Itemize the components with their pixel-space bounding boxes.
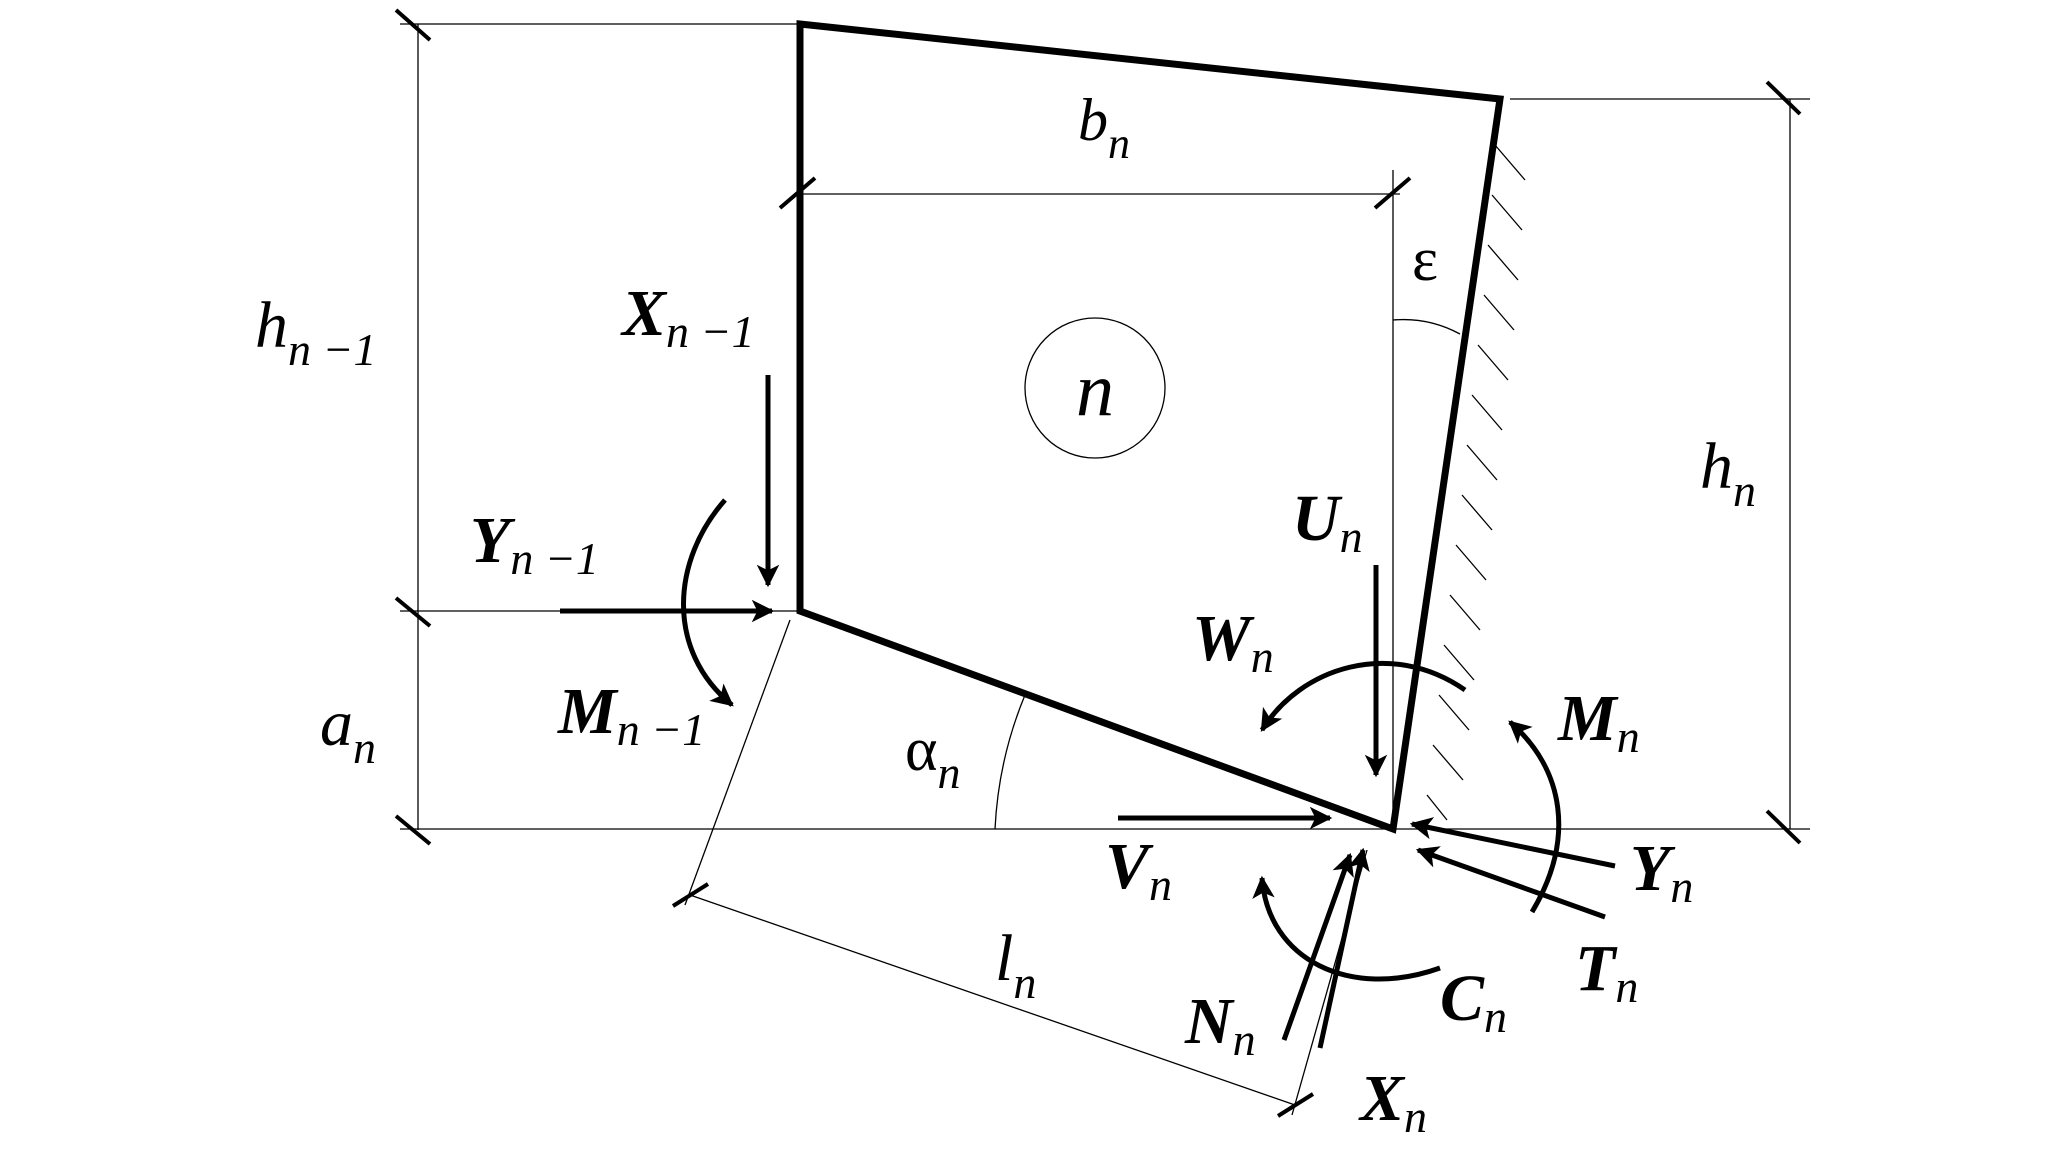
force-Y-n-arrow [1409, 817, 1616, 869]
label-h-n-minus-1: hn −1 [255, 289, 377, 375]
label-b-n: bn [1078, 87, 1130, 168]
soil-element-outline [796, 20, 1504, 834]
label-T-n: Tn [1575, 932, 1638, 1012]
label-M-n: Mn [1557, 682, 1640, 762]
dimension-ticks [394, 8, 1802, 1118]
label-alpha-n: αn [905, 716, 960, 798]
label-a-n: an [320, 687, 376, 773]
force-N-n-arrow [1281, 852, 1354, 1041]
force-T-n-arrow [1415, 846, 1606, 920]
moment-W-n-arrow [1259, 660, 1467, 732]
force-labels: Xn −1 Yn −1 Mn −1 Un Wn Mn Vn Yn Tn Nn C… [470, 277, 1693, 1142]
label-epsilon: ε [1412, 226, 1438, 294]
label-N-n: Nn [1184, 985, 1256, 1065]
moment-C-n-arrow [1252, 875, 1441, 982]
element-label: n [1076, 348, 1114, 432]
label-V-n: Vn [1105, 830, 1172, 910]
label-X-n: Xn [1358, 1062, 1427, 1142]
label-l-n: ln [995, 922, 1036, 1008]
moment-M-n-arrow [1508, 720, 1562, 914]
element-circle [1024, 317, 1166, 459]
label-X-n-minus-1: Xn −1 [620, 277, 755, 357]
label-U-n: Un [1292, 482, 1363, 562]
moment-arrows [681, 498, 1562, 982]
force-X-n-arrow [1317, 847, 1370, 1049]
label-Y-n: Yn [1630, 832, 1693, 912]
label-C-n: Cn [1440, 962, 1507, 1042]
moment-M-n-minus-1-arrow [681, 498, 734, 707]
label-Y-n-minus-1: Yn −1 [470, 504, 599, 584]
label-M-n-minus-1: Mn −1 [557, 675, 705, 755]
label-W-n: Wn [1192, 602, 1274, 682]
force-arrows [560, 375, 1616, 1049]
dimension-labels: bn hn −1 hn an ln αn ε [255, 87, 1756, 1008]
label-h-n: hn [1700, 430, 1756, 516]
wall-hatching [1426, 144, 1526, 821]
